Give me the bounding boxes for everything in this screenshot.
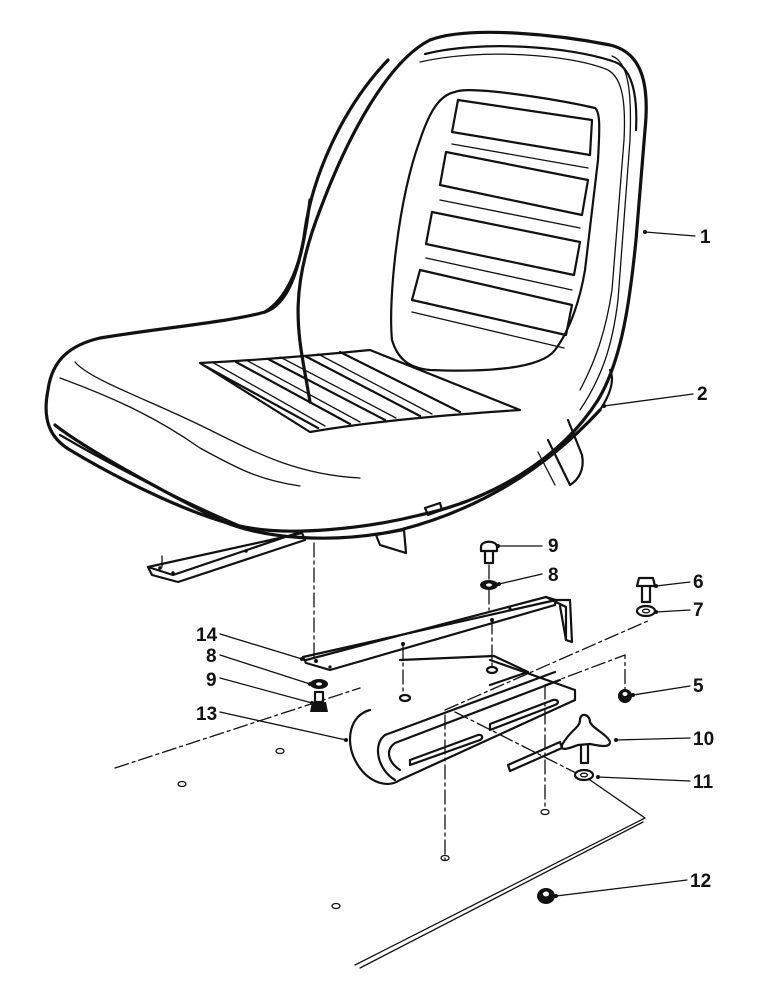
callout-12: 12: [690, 871, 712, 892]
callout-11: 11: [693, 772, 714, 793]
callout-9-upper: 9: [548, 536, 559, 557]
callout-5: 5: [693, 676, 704, 697]
slide-bracket-drawing: [114, 619, 651, 969]
callout-1: 1: [700, 227, 711, 248]
callout-6: 6: [693, 572, 704, 593]
callout-13: 13: [196, 704, 218, 725]
callout-8-upper: 8: [548, 565, 559, 586]
seat-drawing: [44, 30, 648, 540]
seat-rail-and-plate: [146, 528, 574, 672]
callout-9-lower: 9: [206, 670, 217, 691]
callout-14: 14: [196, 625, 218, 646]
leader-lines: [219, 230, 696, 898]
callout-8-lower: 8: [206, 646, 217, 667]
hardware: [177, 540, 657, 910]
callout-10: 10: [693, 729, 715, 750]
callout-7: 7: [693, 600, 704, 621]
callout-2: 2: [697, 384, 708, 405]
